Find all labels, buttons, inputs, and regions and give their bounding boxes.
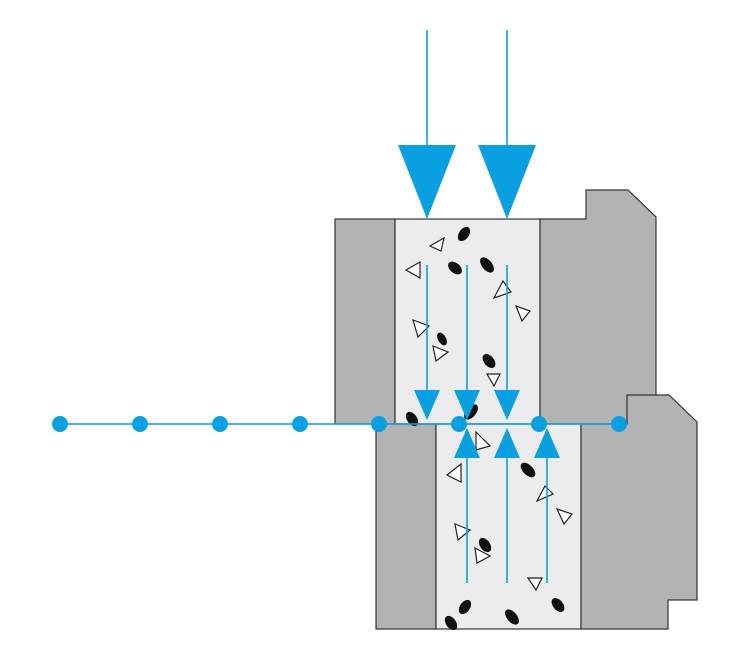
hollow-particles [404,236,574,592]
particle [555,507,574,526]
down-arrow-head [454,390,480,420]
up-arrow-head [534,428,560,458]
particle [482,354,496,368]
particle [454,523,472,542]
particle [551,598,565,612]
upper-flow [414,265,520,420]
node [292,416,308,432]
node-line [52,416,627,432]
node [451,416,467,432]
particle [478,537,492,553]
particle [535,485,555,503]
particle [412,319,431,339]
particle [480,257,494,273]
down-arrow-head [494,390,520,420]
particle [505,609,519,625]
particle [457,226,471,242]
particle [485,373,501,388]
lower-left-wall [375,423,437,630]
up-arrow-head [494,428,520,458]
particle [448,261,462,275]
particle [514,304,531,323]
particle [404,260,421,280]
node [371,416,387,432]
particle [520,462,536,478]
lower-flow [454,428,560,583]
particle [475,430,492,451]
incoming-arrow-head [398,145,456,219]
node [52,416,68,432]
dark-particles [405,226,565,631]
node [212,416,228,432]
upper-left-wall [334,218,396,425]
upper-right-wall [539,189,657,425]
node [611,416,627,432]
incoming-arrow-head [478,145,536,219]
up-arrow-head [454,428,480,458]
particle [474,546,492,564]
node [132,416,148,432]
particle [458,599,472,615]
down-arrow-head [414,390,440,420]
particle [432,345,450,363]
node [531,416,547,432]
particle [437,332,447,346]
particle [428,236,445,252]
particle [405,411,419,427]
incoming-arrows [398,30,536,219]
lower-right-wall [580,394,698,630]
upper-block [334,189,657,425]
particle [444,615,458,631]
particle [445,462,462,483]
particle [526,577,543,592]
